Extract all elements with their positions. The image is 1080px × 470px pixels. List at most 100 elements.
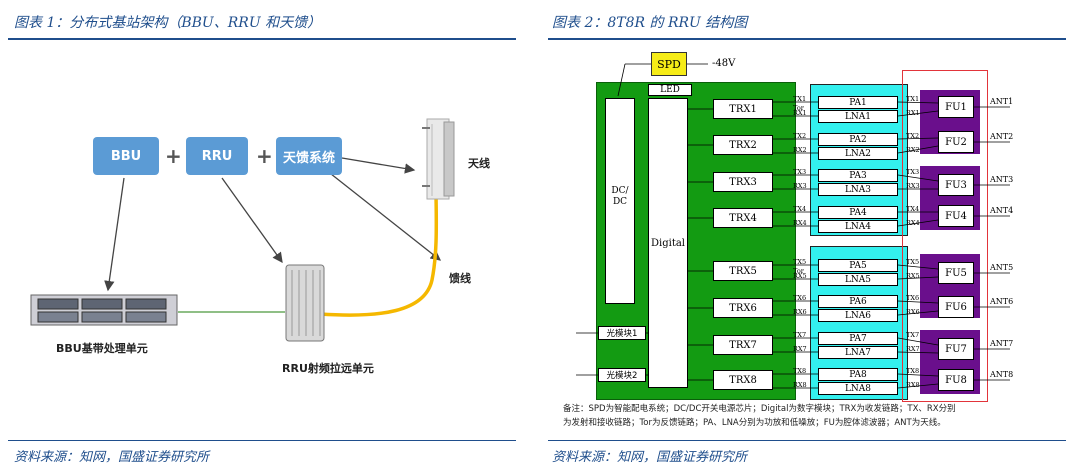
tx-signal-label: TX1 xyxy=(793,95,806,103)
bbu-box: BBU xyxy=(93,137,159,175)
fu-box: FU6 xyxy=(938,296,974,318)
tor-signal-label: Tor xyxy=(793,267,805,275)
ant-label: ANT3 xyxy=(990,175,1014,184)
lna-box: LNA2 xyxy=(818,147,898,160)
trx-box: TRX6 xyxy=(713,298,773,318)
trx-box: TRX1 xyxy=(713,99,773,119)
fu-box: FU2 xyxy=(938,131,974,153)
tx-signal-label: TX5 xyxy=(906,258,919,266)
fu-box: FU5 xyxy=(938,262,974,284)
rx-signal-label: RX6 xyxy=(793,308,807,316)
bbu-unit-label: BBU基带处理单元 xyxy=(56,342,148,355)
trx-box: TRX5 xyxy=(713,261,773,281)
lna-box: LNA5 xyxy=(818,273,898,286)
figure2-source: 资料来源：知网，国盛证券研究所 xyxy=(552,450,748,465)
figure2-note-line2: 为发射和接收链路；Tor为反馈链路；PA、LNA分别为功放和低噪放；FU为腔体滤… xyxy=(563,418,946,428)
antenna-image xyxy=(422,118,455,200)
trx-box: TRX4 xyxy=(713,208,773,228)
spd-link xyxy=(617,63,626,97)
feeder-arrow xyxy=(325,169,442,261)
lna-fu-link xyxy=(897,145,939,154)
voltage-label: -48V xyxy=(712,58,736,69)
pa-box: PA4 xyxy=(818,206,898,219)
rru-arrow xyxy=(221,177,283,264)
ant-label: ANT5 xyxy=(990,263,1014,272)
ant-label: ANT7 xyxy=(990,339,1014,348)
rru-image xyxy=(285,264,325,342)
pa-fu-link xyxy=(897,101,939,104)
fu-box: FU8 xyxy=(938,369,974,391)
optical-module-2: 光模块2 xyxy=(598,368,646,382)
feeder-cable xyxy=(319,187,439,317)
tx-signal-label: TX2 xyxy=(906,132,919,140)
tor-signal-label: Tor xyxy=(793,104,805,112)
figure2-bottom-rule xyxy=(548,440,1066,441)
pa-fu-link xyxy=(897,174,939,182)
rx-signal-label: RX1 xyxy=(793,109,807,117)
rx-signal-label: RX2 xyxy=(793,146,807,154)
antenna-arrow xyxy=(341,157,416,174)
tx-signal-label: TX6 xyxy=(793,294,806,302)
plus-sign: + xyxy=(256,144,273,168)
tx-signal-label: TX4 xyxy=(793,205,806,213)
ant-label: ANT6 xyxy=(990,297,1014,306)
lna-box: LNA1 xyxy=(818,110,898,123)
tx-signal-label: TX5 xyxy=(793,258,806,266)
ant-label: ANT1 xyxy=(990,97,1014,106)
pa-fu-link xyxy=(897,300,939,304)
bbu-rack-image xyxy=(30,294,178,326)
tx-signal-label: TX1 xyxy=(906,95,919,103)
pa-box: PA2 xyxy=(818,133,898,146)
trx-box: TRX2 xyxy=(713,135,773,155)
fu-box: FU4 xyxy=(938,205,974,227)
rx-signal-label: RX2 xyxy=(906,146,920,154)
feeder-system-box: 天馈系统 xyxy=(276,137,342,175)
rru-box: RRU xyxy=(186,137,248,175)
tx-signal-label: TX3 xyxy=(906,168,919,176)
fu-box: FU1 xyxy=(938,96,974,118)
figure1-top-rule xyxy=(8,38,516,40)
lna-box: LNA4 xyxy=(818,220,898,233)
antenna-label: 天线 xyxy=(468,157,490,170)
rx-signal-label: RX8 xyxy=(906,381,920,389)
optical-module-1: 光模块1 xyxy=(598,326,646,340)
lna-box: LNA3 xyxy=(818,183,898,196)
rx-signal-label: RX3 xyxy=(906,182,920,190)
rx-signal-label: RX4 xyxy=(793,219,807,227)
figure1-bottom-rule xyxy=(8,440,516,441)
rx-signal-label: RX1 xyxy=(906,109,920,117)
rx-signal-label: RX4 xyxy=(906,219,920,227)
trx-box: TRX3 xyxy=(713,172,773,192)
lna-fu-link xyxy=(897,351,939,354)
pa-fu-link xyxy=(897,264,939,270)
tx-signal-label: TX4 xyxy=(906,205,919,213)
pa-box: PA7 xyxy=(818,332,898,345)
pa-box: PA1 xyxy=(818,96,898,109)
pa-box: PA8 xyxy=(818,368,898,381)
tx-signal-label: TX7 xyxy=(793,331,806,339)
rx-signal-label: RX5 xyxy=(793,272,807,280)
tx-signal-label: TX8 xyxy=(906,367,919,375)
digital-box xyxy=(648,98,688,388)
rx-signal-label: RX8 xyxy=(793,381,807,389)
figure1-connectors xyxy=(104,157,442,317)
ant-label: ANT2 xyxy=(990,132,1014,141)
tx-signal-label: TX8 xyxy=(793,367,806,375)
dcdc-box xyxy=(605,98,635,304)
lna-fu-link xyxy=(897,219,939,227)
rru-connectors: TX1RX1TX1RX1TX2RX2TX2RX2TX3RX3TX3RX3TX4R… xyxy=(576,63,1010,389)
lna-fu-link xyxy=(897,276,939,280)
pa-box: PA6 xyxy=(818,295,898,308)
plus-sign: + xyxy=(165,144,182,168)
spd-box: SPD xyxy=(651,52,687,76)
figure1-title: 图表 1：分布式基站架构（BBU、RRU 和天馈） xyxy=(14,15,322,31)
dcdc-label: DC/ DC xyxy=(611,186,629,207)
rru-unit-label: RRU射频拉远单元 xyxy=(282,362,374,375)
pa-box: PA3 xyxy=(818,169,898,182)
tx-signal-label: TX6 xyxy=(906,294,919,302)
tx-signal-label: TX2 xyxy=(793,132,806,140)
tx-signal-label: TX3 xyxy=(793,168,806,176)
lna-fu-link xyxy=(897,310,939,316)
lna-box: LNA6 xyxy=(818,309,898,322)
fu-box: FU3 xyxy=(938,174,974,196)
